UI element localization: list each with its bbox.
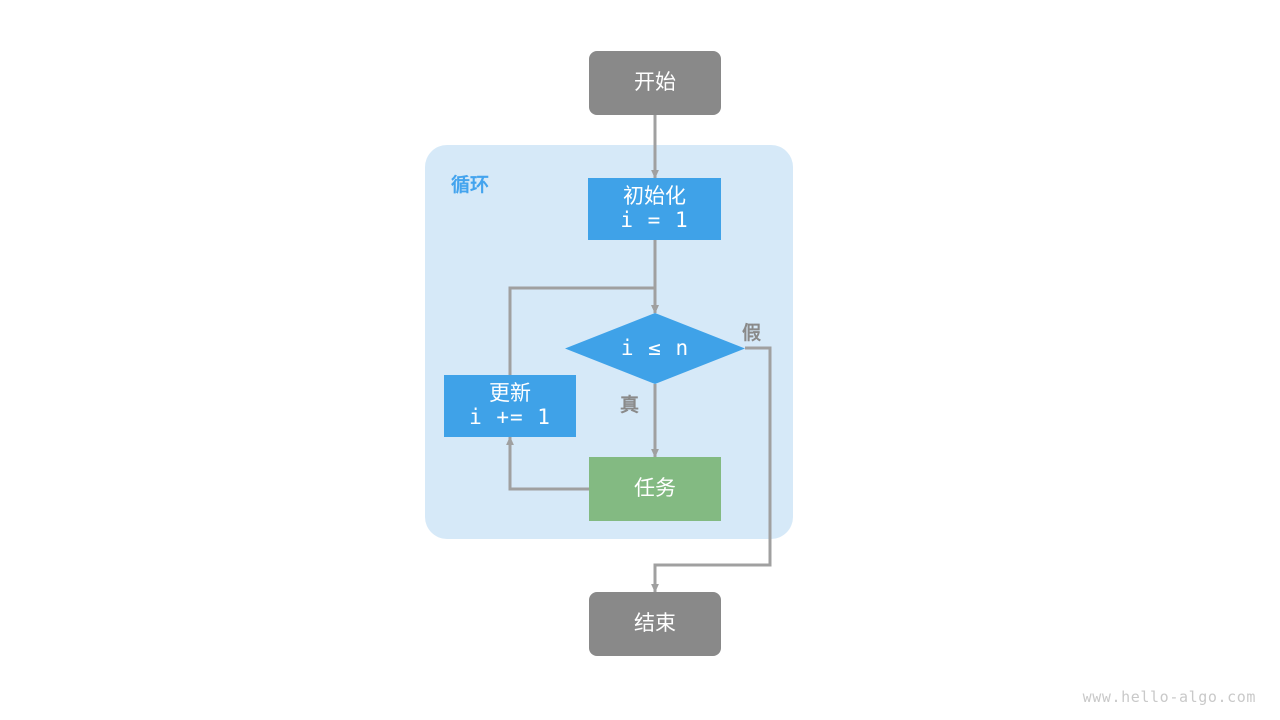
condition-node[interactable]	[565, 313, 745, 384]
initialize-node[interactable]	[588, 178, 721, 240]
nodes-group	[444, 51, 745, 656]
edge-task-to-update	[506, 436, 589, 491]
watermark-text: www.hello-algo.com	[1082, 688, 1256, 706]
edge-condition-false-to-end	[651, 346, 772, 593]
end-node[interactable]	[589, 592, 721, 656]
loop-group-label: 循环	[451, 174, 490, 196]
update-node[interactable]	[444, 375, 576, 437]
edge-update-to-condition	[508, 286, 659, 375]
start-node[interactable]	[589, 51, 721, 115]
task-node[interactable]	[589, 457, 721, 521]
edge-label-false: 假	[742, 322, 762, 344]
edge-label-true: 真	[620, 394, 640, 416]
edges-group	[506, 115, 772, 593]
